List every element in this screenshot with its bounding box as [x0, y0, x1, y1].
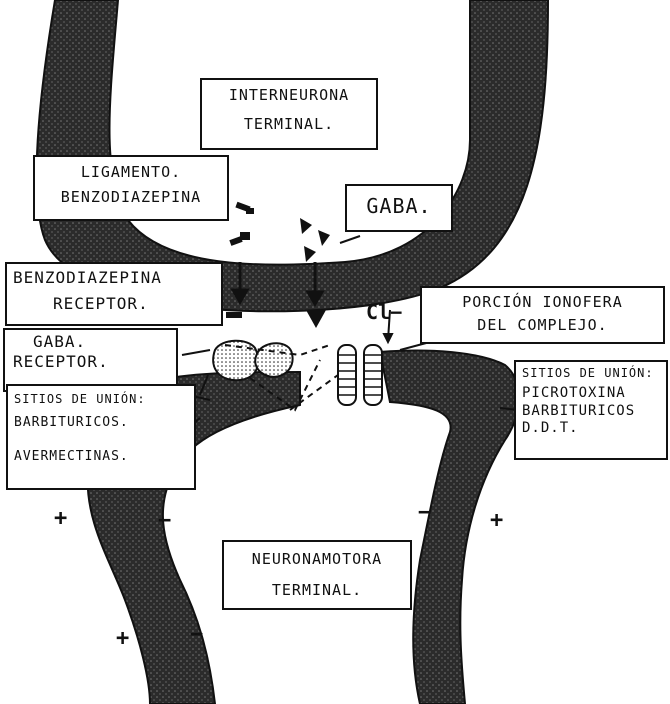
gaba-text: GABA. [355, 194, 443, 219]
chloride-label: Cl− [366, 300, 402, 324]
neuronamotora-text: NEURONAMOTORA [234, 550, 400, 569]
benzodiazepine-receptor-site [255, 343, 292, 377]
right-sites-label: SITIOS DE UNIÓN: PICROTOXINA BARBITURICO… [514, 360, 668, 460]
plus-sign-left-upper: + [54, 506, 67, 531]
chloride-channel [338, 345, 382, 405]
minus-sign-left-lower: − [190, 622, 203, 647]
ligand-line-1: LIGAMENTO. [43, 163, 219, 182]
plus-sign-right: + [490, 508, 503, 533]
minus-sign-right: − [418, 500, 431, 525]
terminal-text-bottom: TERMINAL. [234, 581, 400, 600]
benzodiazepine-receptor-label: BENZODIAZEPINA RECEPTOR. [5, 262, 223, 326]
gaba-receptor-line-2: RECEPTOR. [13, 352, 168, 372]
right-sites-line-2: PICROTOXINA [522, 385, 660, 403]
avermectins-text: AVERMECTINAS. [14, 449, 188, 465]
chloride-text: Cl− [366, 300, 402, 324]
barbiturate-sites-line-2: BARBITURICOS. [14, 415, 188, 431]
gaba-label: GABA. [345, 184, 453, 232]
ligand-label: LIGAMENTO. BENZODIAZEPINA [33, 155, 229, 221]
barbiturate-sites-line-1: SITIOS DE UNIÓN: [14, 392, 188, 407]
neuronamotora-terminal-label: NEURONAMOTORA TERMINAL. [222, 540, 412, 610]
ionophore-line-1: PORCIÓN IONOFERA [430, 293, 655, 312]
interneurona-terminal-label: INTERNEURONA TERMINAL. [200, 78, 378, 150]
minus-sign-left-upper: − [158, 508, 171, 533]
gaba-receptor-label: GABA. RECEPTOR. [3, 328, 178, 392]
gaba-receptor-site [213, 341, 258, 380]
ligand-line-2: BENZODIAZEPINA [43, 188, 219, 207]
interneurona-text: INTERNEURONA [212, 86, 366, 105]
ionophore-line-2: DEL COMPLEJO. [430, 316, 655, 335]
barbiturate-sites-label: SITIOS DE UNIÓN: BARBITURICOS. AVERMECTI… [6, 384, 196, 490]
ionophore-label: PORCIÓN IONOFERA DEL COMPLEJO. [420, 286, 665, 344]
plus-sign-left-lower: + [116, 626, 129, 651]
terminal-text-top: TERMINAL. [212, 115, 366, 134]
right-sites-line-1: SITIOS DE UNIÓN: [522, 366, 660, 381]
right-sites-line-4: D.D.T. [522, 420, 660, 438]
right-sites-line-3: BARBITURICOS [522, 403, 660, 421]
bz-receptor-line-2: RECEPTOR. [13, 294, 215, 314]
gaba-receptor-line-1: GABA. [13, 332, 168, 352]
bz-receptor-line-1: BENZODIAZEPINA [13, 268, 215, 288]
